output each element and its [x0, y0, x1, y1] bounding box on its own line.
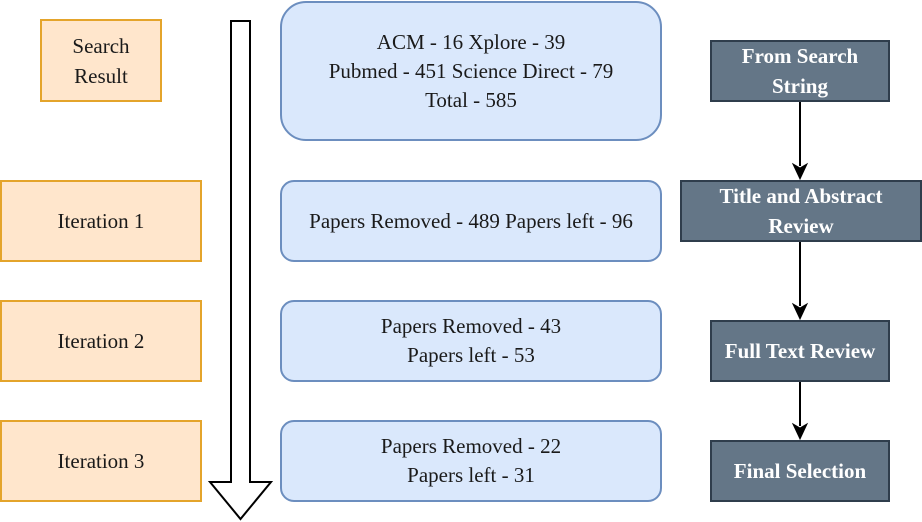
progress-down-arrow — [207, 20, 274, 521]
count-line: Total - 585 — [425, 87, 517, 112]
count-line: ACM - 16 Xplore - 39 — [376, 29, 566, 54]
flow-arrow — [791, 382, 809, 441]
counts-iteration-1: Papers Removed - 489 Papers left - 96 — [280, 180, 662, 262]
step-label-line: From Search — [741, 44, 859, 68]
stage-iteration-2: Iteration 2 — [0, 300, 202, 382]
step-label-line: Review — [768, 214, 834, 238]
step-label-line: String — [771, 74, 828, 98]
count-line: Papers Removed - 489 Papers left - 96 — [309, 208, 633, 233]
stage-label-line: Iteration 3 — [57, 449, 145, 473]
flow-arrow — [791, 102, 809, 181]
stage-iteration-3: Iteration 3 — [0, 420, 202, 502]
step-from-search-string: From Search String — [710, 40, 890, 102]
stage-label-line: Result — [74, 63, 128, 88]
step-label-line: Full Text Review — [724, 339, 876, 363]
stage-label-line: Iteration 2 — [57, 329, 145, 353]
counts-search-result: ACM - 16 Xplore - 39 Pubmed - 451 Scienc… — [280, 1, 662, 141]
count-line: Papers left - 53 — [407, 343, 535, 367]
count-line: Papers Removed - 22 — [380, 434, 562, 458]
count-line: Papers left - 31 — [407, 463, 535, 487]
flow-arrow — [791, 242, 809, 321]
step-full-text-review: Full Text Review — [710, 320, 890, 382]
stage-label-line: Search — [72, 33, 130, 58]
counts-iteration-2: Papers Removed - 43 Papers left - 53 — [280, 300, 662, 382]
step-label-line: Final Selection — [733, 459, 867, 483]
step-final-selection: Final Selection — [710, 440, 890, 502]
counts-iteration-3: Papers Removed - 22 Papers left - 31 — [280, 420, 662, 502]
step-label-line: Title and Abstract — [719, 184, 883, 208]
stage-label-line: Iteration 1 — [57, 209, 145, 233]
count-line: Papers Removed - 43 — [380, 314, 562, 338]
step-title-abstract-review: Title and Abstract Review — [680, 180, 922, 242]
count-line: Pubmed - 451 Science Direct - 79 — [328, 58, 614, 83]
stage-search-result: Search Result — [40, 19, 162, 102]
stage-iteration-1: Iteration 1 — [0, 180, 202, 262]
